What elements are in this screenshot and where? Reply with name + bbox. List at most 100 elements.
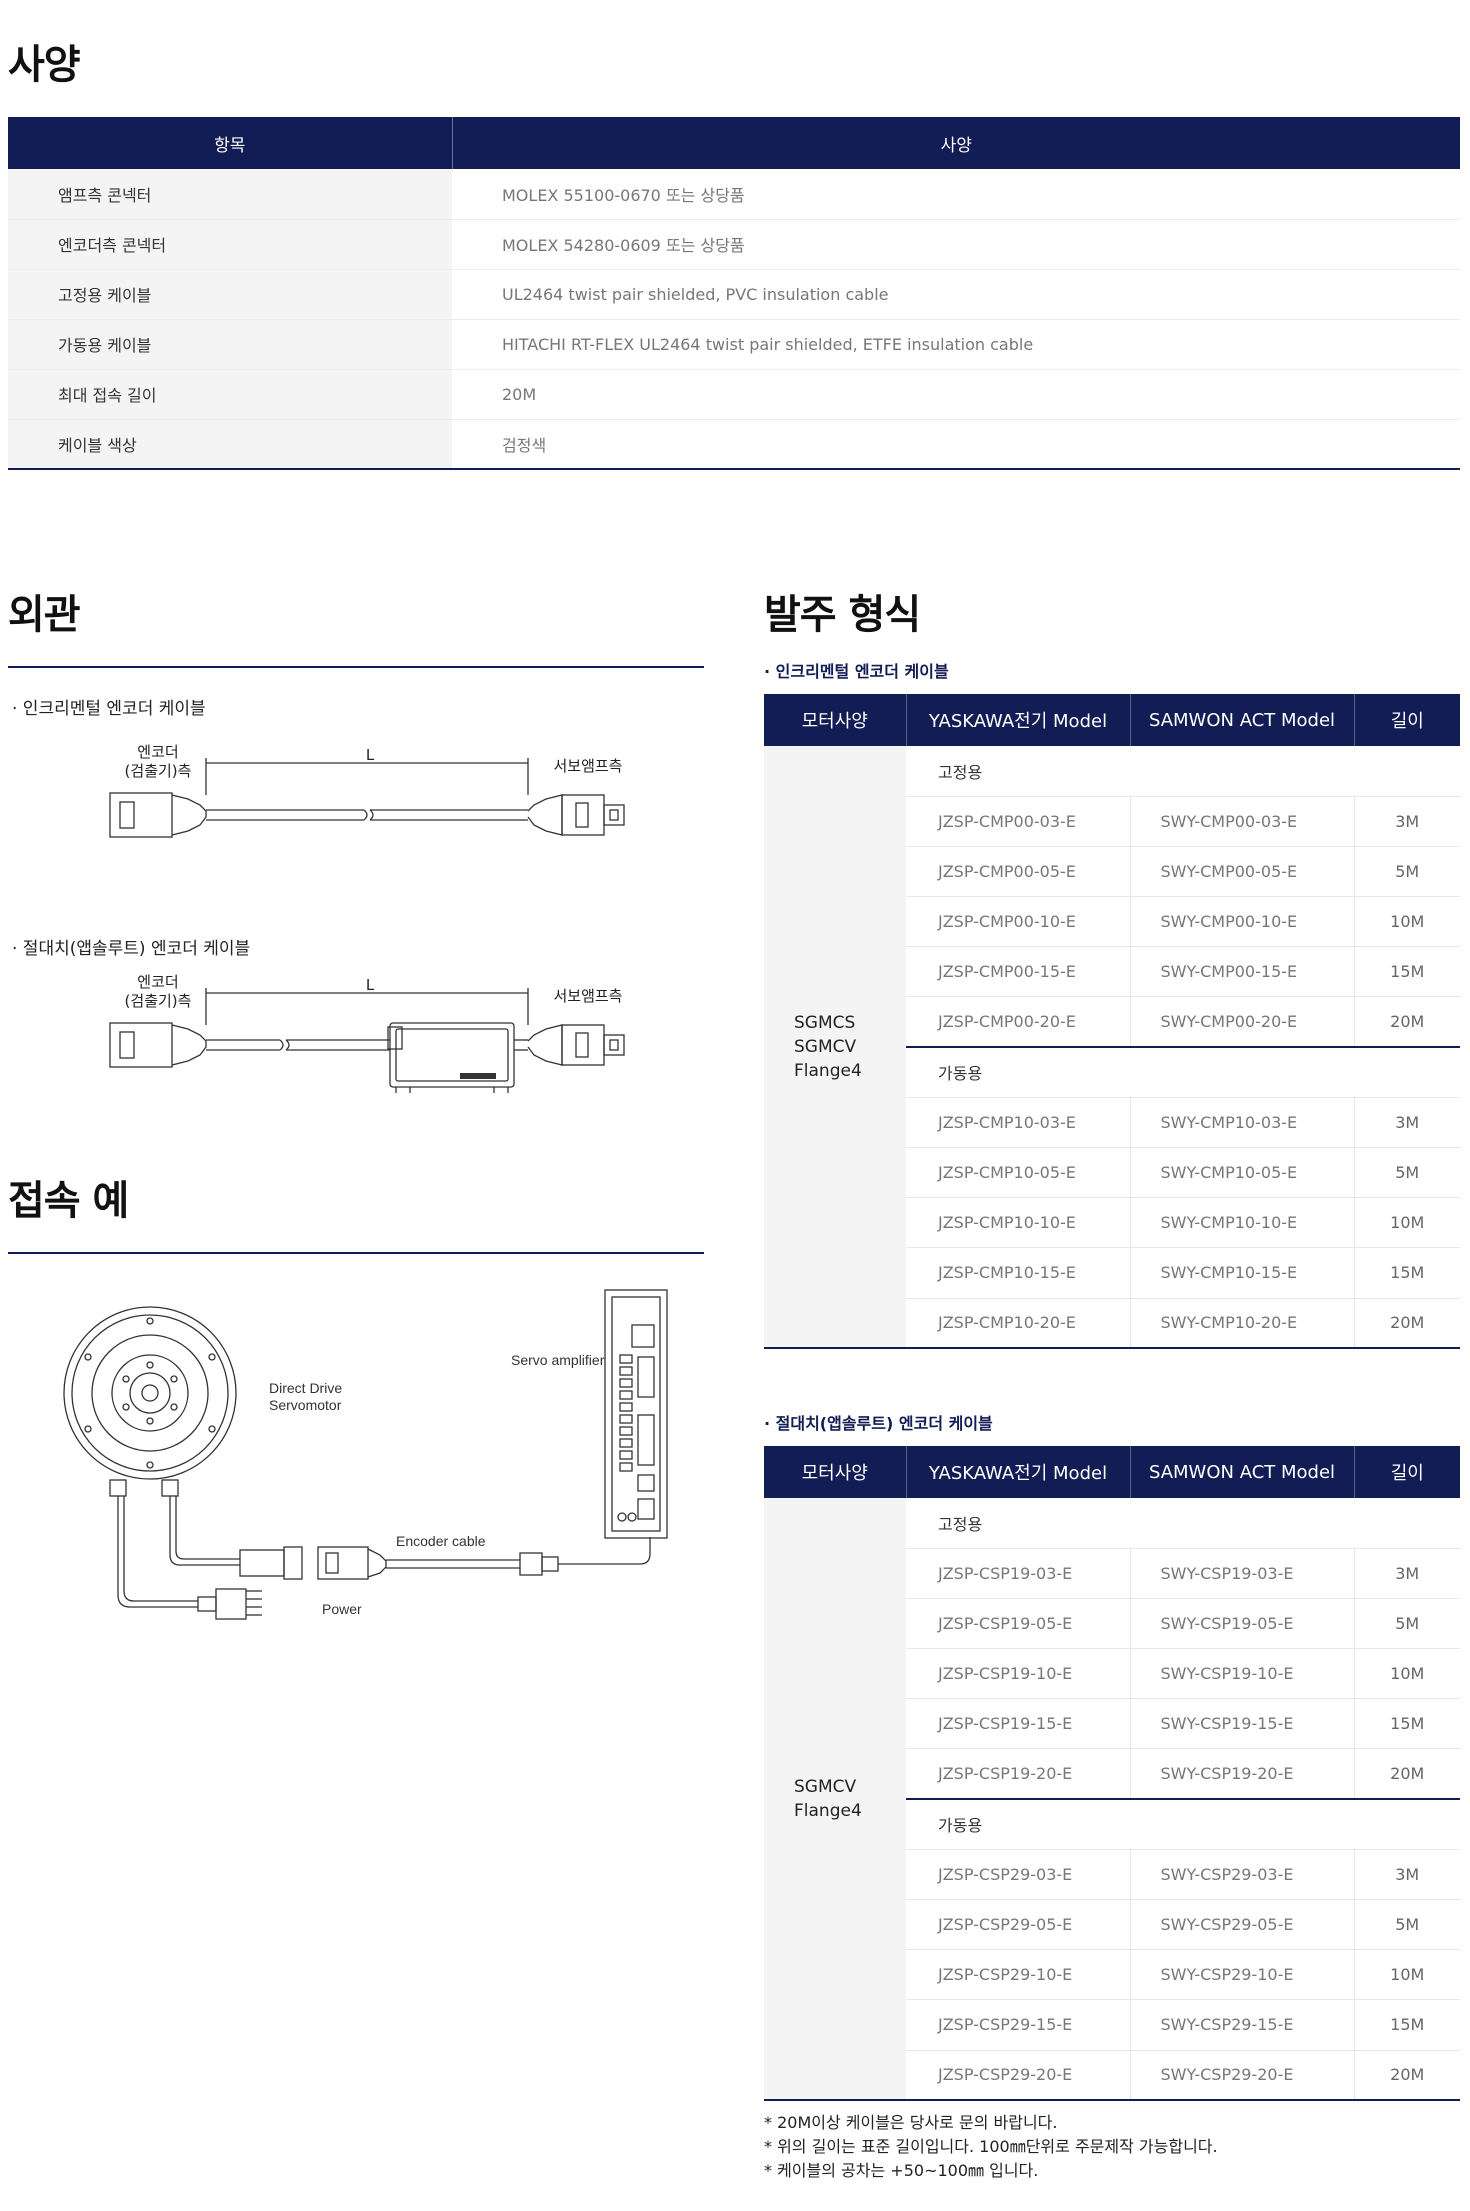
header-length: 길이: [1354, 1446, 1460, 1498]
samwon-model: SWY-CSP29-15-E: [1130, 1999, 1355, 2051]
group-row-fixed: SGMCV Flange4 고정용: [764, 1498, 1460, 2102]
yaskawa-model: JZSP-CMP10-10-E: [906, 1197, 1131, 1249]
absolute-cable-drawing: [109, 988, 625, 1093]
cable-length: 3M: [1354, 1849, 1460, 1901]
cable-length: 10M: [1354, 1949, 1460, 2001]
header-yaskawa: YASKAWA전기 Model: [906, 694, 1131, 746]
spec-title: 사양: [8, 42, 81, 88]
group-label: 가동용: [906, 1799, 1460, 1850]
order-title: 발주 형식: [764, 592, 921, 638]
samwon-model: SWY-CMP00-10-E: [1130, 896, 1355, 948]
header-length: 길이: [1354, 694, 1460, 746]
spec-key: 최대 접속 길이: [8, 369, 452, 420]
order-header-row: 모터사양 YASKAWA전기 Model SAMWON ACT Model 길이: [764, 694, 1460, 746]
spec-value: 20M: [452, 369, 1460, 420]
cable-length: 15M: [1354, 1698, 1460, 1750]
cable-length: 10M: [1354, 896, 1460, 948]
motor-label: Direct Drive Servomotor: [269, 1380, 343, 1413]
yaskawa-model: JZSP-CSP19-15-E: [906, 1698, 1131, 1750]
group-row-moving: 가동용: [764, 1047, 1460, 1098]
cable-length: 15M: [1354, 1247, 1460, 1299]
spec-value: MOLEX 54280-0609 또는 상당품: [452, 219, 1460, 270]
encoder-cable-label: Encoder cable: [396, 1533, 486, 1549]
spec-value: 검정색: [452, 419, 1460, 470]
order-incremental-label: · 인크리멘털 엔코더 케이블: [764, 662, 949, 681]
cable-length: 15M: [1354, 946, 1460, 998]
spec-value: UL2464 twist pair shielded, PVC insulati…: [452, 269, 1460, 320]
samwon-model: SWY-CMP10-05-E: [1130, 1147, 1355, 1199]
connection-diagram: [63, 1289, 668, 1620]
note-line: * 20M이상 케이블은 당사로 문의 바랍니다.: [764, 2113, 1058, 2132]
cable-length: 5M: [1354, 1899, 1460, 1951]
cable-length: 10M: [1354, 1648, 1460, 1700]
spec-key: 앰프측 콘넥터: [8, 169, 452, 220]
note-line: * 케이블의 공차는 +50~100㎜ 입니다.: [764, 2161, 1039, 2180]
cable-length: 20M: [1354, 996, 1460, 1049]
group-label: 고정용: [906, 1498, 1460, 1549]
cable-length: 5M: [1354, 846, 1460, 898]
yaskawa-model: JZSP-CMP10-15-E: [906, 1247, 1131, 1299]
header-samwon: SAMWON ACT Model: [1130, 694, 1355, 746]
samwon-model: SWY-CSP19-05-E: [1130, 1598, 1355, 1650]
samwon-model: SWY-CSP29-20-E: [1130, 2050, 1355, 2102]
yaskawa-model: JZSP-CMP00-10-E: [906, 896, 1131, 948]
order-notes: * 20M이상 케이블은 당사로 문의 바랍니다. * 위의 길이는 표준 길이…: [764, 2111, 1218, 2183]
yaskawa-model: JZSP-CSP19-10-E: [906, 1648, 1131, 1700]
cable-length: 20M: [1354, 1748, 1460, 1801]
yaskawa-model: JZSP-CSP29-15-E: [906, 1999, 1131, 2051]
samwon-model: SWY-CSP29-05-E: [1130, 1899, 1355, 1951]
group-label: 가동용: [906, 1047, 1460, 1098]
cable-length: 3M: [1354, 1097, 1460, 1149]
absolute-cable-label: · 절대치(앱솔루트) 엔코더 케이블: [12, 939, 251, 959]
connection-title: 접속 예: [8, 1178, 129, 1224]
yaskawa-model: JZSP-CSP19-03-E: [906, 1548, 1131, 1599]
yaskawa-model: JZSP-CMP00-15-E: [906, 946, 1131, 998]
incremental-cable-drawing: [109, 758, 625, 838]
group-label: 고정용: [906, 746, 1460, 797]
yaskawa-model: JZSP-CMP10-05-E: [906, 1147, 1131, 1199]
yaskawa-model: JZSP-CMP00-20-E: [906, 996, 1131, 1049]
connection-divider: [8, 1252, 704, 1254]
power-label: Power: [322, 1601, 362, 1617]
appearance-title: 외관: [8, 592, 81, 638]
incremental-cable-label: · 인크리멘털 엔코더 케이블: [12, 699, 206, 719]
spec-key: 케이블 색상: [8, 419, 452, 470]
spec-header-item: 항목: [8, 117, 453, 169]
samwon-model: SWY-CMP10-03-E: [1130, 1097, 1355, 1149]
absolute-amp-side-label: 서보앰프측: [553, 987, 623, 1005]
cable-length: 3M: [1354, 796, 1460, 847]
motor-spec-cell: SGMCV Flange4: [764, 1498, 906, 2102]
order-table-absolute: 모터사양 YASKAWA전기 Model SAMWON ACT Model 길이…: [764, 1446, 1460, 2102]
incremental-amp-side-label: 서보앰프측: [553, 757, 623, 775]
samwon-model: SWY-CSP29-03-E: [1130, 1849, 1355, 1901]
samwon-model: SWY-CSP19-03-E: [1130, 1548, 1355, 1599]
cable-length: 15M: [1354, 1999, 1460, 2051]
spec-header-row: 항목 사양: [8, 117, 1460, 169]
yaskawa-model: JZSP-CSP29-03-E: [906, 1849, 1131, 1901]
absolute-length-label: L: [365, 976, 375, 994]
yaskawa-model: JZSP-CSP29-10-E: [906, 1949, 1131, 2001]
cable-length: 10M: [1354, 1197, 1460, 1249]
samwon-model: SWY-CMP00-05-E: [1130, 846, 1355, 898]
samwon-model: SWY-CMP10-20-E: [1130, 1298, 1355, 1350]
spec-key: 가동용 케이블: [8, 319, 452, 370]
